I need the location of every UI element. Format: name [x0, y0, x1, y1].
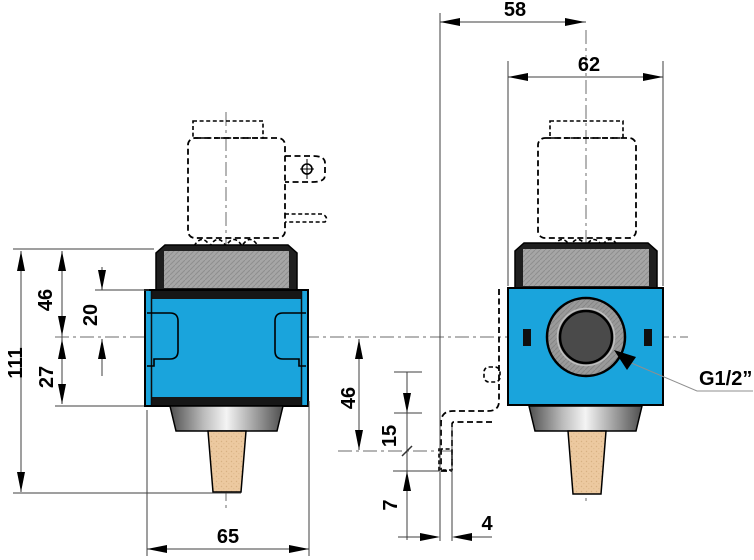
- dim-center-to-bracket-hole: 46: [338, 339, 363, 450]
- dim-center-to-body-bottom: 27: [36, 339, 66, 404]
- mounting-bracket-inner: [451, 421, 492, 470]
- dim-bracket-thickness: 4: [398, 513, 493, 541]
- manual-override-knob-side: [549, 120, 624, 139]
- body-slot-left: [523, 329, 531, 346]
- dim-body-width-side: 62: [508, 54, 663, 81]
- extension-lines: [13, 13, 664, 556]
- cable-tab-outline: [285, 213, 328, 223]
- manual-override-knob: [192, 120, 264, 139]
- bracket-ear-tab: [483, 366, 501, 383]
- dim-front-width: 65: [147, 526, 309, 553]
- dim-label-27: 27: [36, 366, 58, 388]
- dim-flange-to-hole: 15: [379, 372, 413, 540]
- side-view: [438, 120, 664, 495]
- dim-label-46-side: 46: [338, 387, 360, 409]
- mounting-bracket-outer: [440, 289, 500, 470]
- port-thread-callout: G1/2”: [614, 350, 753, 392]
- dim-label-4: 4: [481, 513, 493, 535]
- dim-body-top-to-center: 20: [80, 267, 106, 376]
- dim-hole-to-foot: 7: [380, 471, 411, 511]
- coil-outline-side: [537, 137, 637, 239]
- dim-bracket-to-center: 58: [440, 0, 586, 26]
- leader-line: [628, 361, 753, 392]
- body-left-notch: [147, 312, 179, 367]
- hex-nut-side-face: [523, 249, 649, 286]
- port-thread-label: G1/2”: [699, 368, 752, 390]
- dim-label-111: 111: [5, 347, 27, 378]
- dim-top-to-center: 46: [35, 251, 66, 404]
- dim-label-65: 65: [217, 526, 239, 548]
- connector-outline: [285, 155, 326, 183]
- dim-label-20: 20: [80, 304, 102, 326]
- hex-nut-front-face: [164, 251, 289, 288]
- body-bottom-trim: [151, 397, 302, 405]
- front-view: [144, 120, 328, 493]
- cone-side: [528, 405, 643, 432]
- dim-slash-tick: [401, 445, 413, 457]
- dim-label-58: 58: [504, 0, 526, 21]
- leader-arrow: [614, 350, 636, 370]
- dim-label-46-front: 46: [35, 289, 57, 311]
- cone-front: [169, 405, 284, 432]
- port-bore: [558, 309, 614, 365]
- port-light-ring: [556, 307, 616, 367]
- body-slot-right: [644, 329, 652, 346]
- valve-body-front: [144, 289, 309, 407]
- dim-label-7: 7: [380, 499, 402, 510]
- coil-outline: [187, 137, 286, 239]
- dim-overall-height: 111: [5, 251, 27, 492]
- drain-plug-front: [207, 430, 247, 493]
- drain-plug-side: [567, 430, 607, 495]
- body-right-notch: [274, 312, 306, 367]
- dim-label-15: 15: [379, 425, 401, 447]
- dim-label-62: 62: [578, 54, 600, 76]
- body-top-trim: [151, 291, 302, 299]
